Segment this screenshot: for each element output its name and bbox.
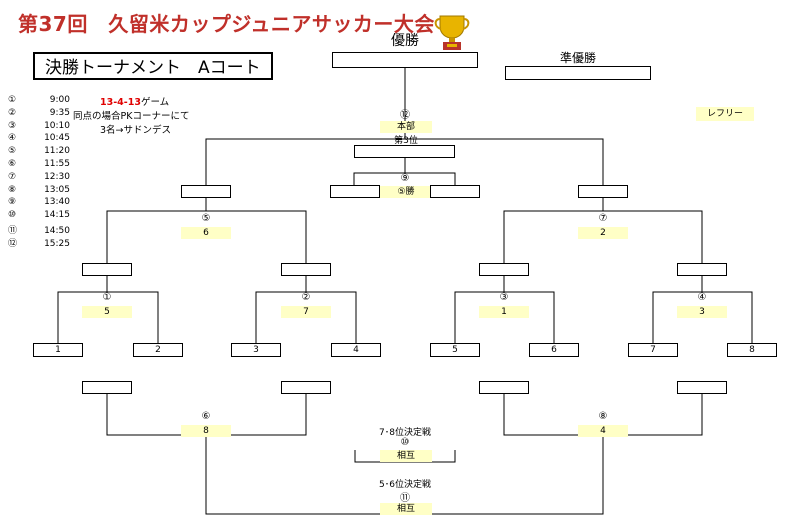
schedule-row: ⑨ 13:40 <box>8 197 70 207</box>
third-place-slot-right <box>430 185 480 198</box>
match-10-number: ⑩ <box>400 437 410 448</box>
match-8-referee: 4 <box>578 425 628 437</box>
match-11-number: ⑪ <box>400 493 410 504</box>
schedule-time: 10:10 <box>44 120 70 131</box>
team-slot-4: 4 <box>331 343 381 357</box>
schedule-number: ④ <box>8 133 17 144</box>
qf4-loser-box <box>677 381 727 394</box>
schedule-row: ④ 10:45 <box>8 133 70 143</box>
schedule-number: ⑦ <box>8 171 17 182</box>
schedule-time: 13:40 <box>44 197 70 208</box>
semi-winner-right <box>578 185 628 198</box>
place-7-8-label: 7･8位決定戦 <box>379 428 431 438</box>
schedule-number: ⑪ <box>8 226 18 236</box>
schedule-row: ② 9:35 <box>8 108 70 118</box>
schedule-row: ⑦ 12:30 <box>8 172 70 182</box>
team-slot-3: 3 <box>231 343 281 357</box>
qf3-loser-box <box>479 381 529 394</box>
schedule-number: ⑤ <box>8 146 17 157</box>
rule-note-1: 13-4-13ゲーム <box>100 97 170 108</box>
page-title: 第37回 久留米カップジュニアサッカー大会 <box>18 12 435 36</box>
schedule-time: 11:55 <box>44 159 70 169</box>
schedule-number: ② <box>8 107 17 118</box>
team-slot-5: 5 <box>430 343 480 357</box>
schedule-row: ⑤ 11:20 <box>8 146 70 156</box>
team-slot-6: 6 <box>529 343 579 357</box>
third-place-box <box>354 145 455 158</box>
schedule-number: ⑩ <box>8 210 17 221</box>
match-2-number: ② <box>301 292 311 303</box>
match-2-referee: 7 <box>281 306 331 318</box>
match-12-number: ⑫ <box>400 110 410 121</box>
semi-winner-left <box>181 185 231 198</box>
schedule-time: 13:05 <box>44 184 70 195</box>
runner-up-label: 準優勝 <box>559 51 596 65</box>
schedule-number: ⑥ <box>8 159 17 169</box>
schedule-time: 14:15 <box>44 210 70 221</box>
schedule-time: 9:35 <box>49 107 70 118</box>
runner-up-box <box>505 66 651 80</box>
match-7-referee: 2 <box>578 227 628 239</box>
schedule-number: ⑫ <box>8 238 18 249</box>
schedule-row: ⑫ 15:25 <box>8 236 70 249</box>
match-5-number: ⑤ <box>201 213 211 224</box>
hq-label: 本部 <box>380 121 432 133</box>
match-10-referee: 相互 <box>380 450 432 462</box>
schedule-time: 10:45 <box>44 133 70 144</box>
place-5-6-label: 5･6位決定戦 <box>379 480 431 490</box>
match-5-referee: 6 <box>181 227 231 239</box>
qf1-loser-box <box>82 381 132 394</box>
match-9-number: ⑨ <box>400 173 410 184</box>
match-9-referee: ⑤勝 <box>380 186 432 198</box>
qf3-winner-box <box>479 263 529 276</box>
team-slot-8: 8 <box>727 343 777 357</box>
match-4-number: ④ <box>697 292 707 303</box>
schedule-time: 11:20 <box>44 146 70 157</box>
team-slot-7: 7 <box>628 343 678 357</box>
match-7-number: ⑦ <box>598 213 608 224</box>
schedule-number: ⑨ <box>8 197 17 208</box>
schedule-row: ③ 10:10 <box>8 121 70 131</box>
match-1-number: ① <box>102 292 112 303</box>
champion-label: 優勝 <box>391 33 419 49</box>
schedule-row: ① 9:00 <box>8 95 70 105</box>
match-6-number: ⑥ <box>201 411 211 422</box>
match-6-referee: 8 <box>181 425 231 437</box>
match-3-referee: 1 <box>479 306 529 318</box>
champion-box <box>332 52 478 68</box>
schedule-row: ⑪ 14:50 <box>8 223 70 236</box>
match-1-referee: 5 <box>82 306 132 318</box>
team-slot-2: 2 <box>133 343 183 357</box>
match-11-referee: 相互 <box>380 503 432 515</box>
schedule-number: ① <box>8 95 17 105</box>
qf2-winner-box <box>281 263 331 276</box>
schedule-number: ⑧ <box>8 184 17 195</box>
schedule-row: ⑩ 14:15 <box>8 210 70 220</box>
match-3-number: ③ <box>499 292 509 303</box>
schedule-time: 15:25 <box>44 238 70 249</box>
schedule-row: ⑧ 13:05 <box>8 185 70 195</box>
qf4-winner-box <box>677 263 727 276</box>
third-place-label: 第3位 <box>394 136 418 146</box>
schedule-time: 14:50 <box>44 226 70 236</box>
qf2-loser-box <box>281 381 331 394</box>
qf1-winner-box <box>82 263 132 276</box>
rule-note-3: 3名→サドンデス <box>100 125 172 136</box>
team-slot-1: 1 <box>33 343 83 357</box>
rule-note-2: 同点の場合PKコーナーにて <box>73 111 190 122</box>
trophy-icon <box>434 15 470 50</box>
schedule-number: ③ <box>8 120 17 131</box>
match-4-referee: 3 <box>677 306 727 318</box>
schedule-time: 9:00 <box>49 95 70 105</box>
third-place-slot-left <box>330 185 380 198</box>
referee-label: レフリー <box>696 107 754 121</box>
subtitle-box: 決勝トーナメント Aコート <box>33 52 273 80</box>
schedule-row: ⑥ 11:55 <box>8 159 70 169</box>
match-8-number: ⑧ <box>598 411 608 422</box>
schedule-time: 12:30 <box>44 171 70 182</box>
